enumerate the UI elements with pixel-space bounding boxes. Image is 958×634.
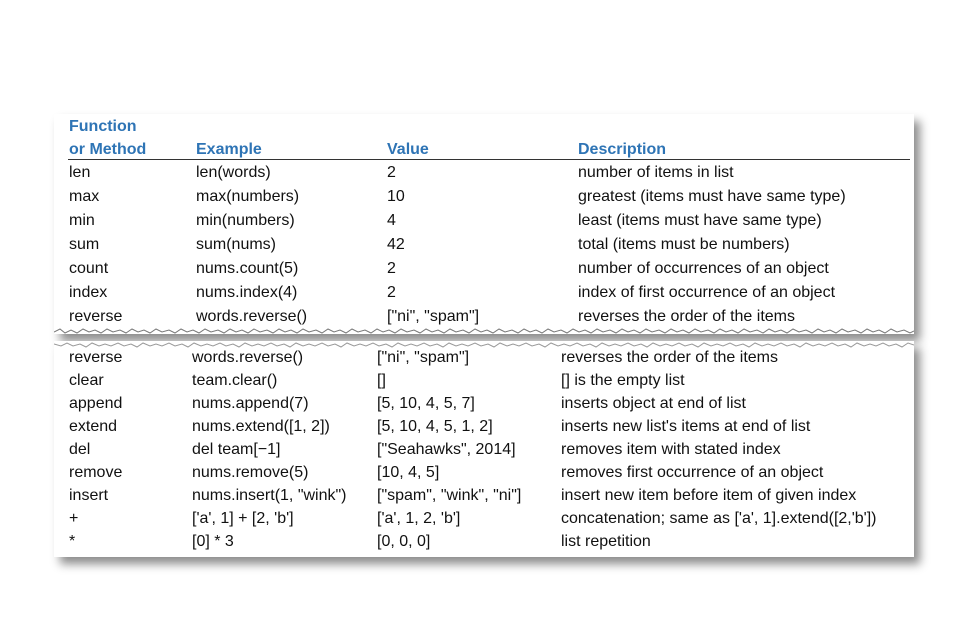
result-value: ["spam", "wink", "ni"]: [377, 487, 522, 504]
table-row: append nums.append(7) [5, 10, 4, 5, 7] i…: [54, 392, 914, 416]
function-name: reverse: [69, 308, 123, 325]
example-code: nums.count(5): [196, 260, 299, 277]
table-row: len len(words) 2 number of items in list: [54, 161, 914, 185]
function-name: clear: [69, 372, 104, 389]
description: concatenation; same as ['a', 1].extend([…: [561, 510, 877, 527]
example-code: sum(nums): [196, 236, 277, 253]
header-function-line1: Function: [69, 118, 137, 135]
result-value: [10, 4, 5]: [377, 464, 440, 481]
table-row: * [0] * 3 [0, 0, 0] list repetition: [54, 530, 914, 554]
description: number of occurrences of an object: [578, 260, 829, 277]
description: inserts object at end of list: [561, 395, 746, 412]
example-code: nums.append(7): [192, 395, 309, 412]
description: total (items must be numbers): [578, 236, 790, 253]
description: insert new item before item of given ind…: [561, 487, 857, 504]
function-name: insert: [69, 487, 109, 504]
function-name: sum: [69, 236, 100, 253]
example-code: nums.remove(5): [192, 464, 309, 481]
description: [] is the empty list: [561, 372, 685, 389]
result-value: ["ni", "spam"]: [387, 308, 480, 325]
function-name: *: [69, 533, 76, 550]
table-row: index nums.index(4) 2 index of first occ…: [54, 281, 914, 305]
example-code: len(words): [196, 164, 271, 181]
function-name: remove: [69, 464, 123, 481]
description: inserts new list's items at end of list: [561, 418, 811, 435]
function-name: extend: [69, 418, 118, 435]
result-value: [5, 10, 4, 5, 1, 2]: [377, 418, 493, 435]
function-name: del: [69, 441, 91, 458]
function-name: min: [69, 212, 95, 229]
table-row: sum sum(nums) 42 total (items must be nu…: [54, 233, 914, 257]
table-row: del del team[−1] ["Seahawks", 2014] remo…: [54, 438, 914, 462]
description: reverses the order of the items: [578, 308, 795, 325]
description: least (items must have same type): [578, 212, 822, 229]
function-name: +: [69, 510, 79, 527]
header-example: Example: [196, 141, 262, 158]
header-rule: [68, 159, 910, 160]
function-name: len: [69, 164, 91, 181]
result-value: []: [377, 372, 386, 389]
example-code: max(numbers): [196, 188, 300, 205]
description: index of first occurrence of an object: [578, 284, 836, 301]
function-name: max: [69, 188, 100, 205]
description: removes item with stated index: [561, 441, 781, 458]
result-value: 10: [387, 188, 405, 205]
example-code: words.reverse(): [192, 349, 304, 366]
table-row: insert nums.insert(1, "wink") ["spam", "…: [54, 484, 914, 508]
function-name: reverse: [69, 349, 123, 366]
description: reverses the order of the items: [561, 349, 778, 366]
table-row: remove nums.remove(5) [10, 4, 5] removes…: [54, 461, 914, 485]
example-code: ['a', 1] + [2, 'b']: [192, 510, 294, 527]
header-function-line2: or Method: [69, 141, 147, 158]
table-row: reverse words.reverse() ["ni", "spam"] r…: [54, 305, 914, 329]
example-code: nums.index(4): [196, 284, 298, 301]
table-row: count nums.count(5) 2 number of occurren…: [54, 257, 914, 281]
table-row: + ['a', 1] + [2, 'b'] ['a', 1, 2, 'b'] c…: [54, 507, 914, 531]
result-value: 2: [387, 260, 396, 277]
description: greatest (items must have same type): [578, 188, 846, 205]
result-value: 2: [387, 164, 396, 181]
example-code: nums.extend([1, 2]): [192, 418, 330, 435]
table-row: min min(numbers) 4 least (items must hav…: [54, 209, 914, 233]
table-top-section: Function or Method Example Value Descrip…: [54, 114, 914, 334]
table-row: reverse words.reverse() ["ni", "spam"] r…: [54, 346, 914, 370]
result-value: ['a', 1, 2, 'b']: [377, 510, 461, 527]
function-name: count: [69, 260, 109, 277]
example-code: team.clear(): [192, 372, 278, 389]
function-name: index: [69, 284, 108, 301]
result-value: 42: [387, 236, 405, 253]
description: list repetition: [561, 533, 651, 550]
torn-edge-bottom: [54, 328, 914, 334]
example-code: nums.insert(1, "wink"): [192, 487, 347, 504]
table-row: max max(numbers) 10 greatest (items must…: [54, 185, 914, 209]
result-value: ["ni", "spam"]: [377, 349, 470, 366]
header-description: Description: [578, 141, 667, 158]
description: removes first occurrence of an object: [561, 464, 824, 481]
result-value: 2: [387, 284, 396, 301]
torn-edge-top: [54, 342, 914, 348]
table-row: extend nums.extend([1, 2]) [5, 10, 4, 5,…: [54, 415, 914, 439]
description: number of items in list: [578, 164, 734, 181]
result-value: [5, 10, 4, 5, 7]: [377, 395, 475, 412]
table-bottom-section: reverse words.reverse() ["ni", "spam"] r…: [54, 341, 914, 557]
function-name: append: [69, 395, 123, 412]
example-code: [0] * 3: [192, 533, 234, 550]
example-code: min(numbers): [196, 212, 295, 229]
example-code: words.reverse(): [196, 308, 308, 325]
table-row: clear team.clear() [] [] is the empty li…: [54, 369, 914, 393]
result-value: [0, 0, 0]: [377, 533, 431, 550]
result-value: ["Seahawks", 2014]: [377, 441, 516, 458]
header-value: Value: [387, 141, 429, 158]
example-code: del team[−1]: [192, 441, 281, 458]
result-value: 4: [387, 212, 396, 229]
